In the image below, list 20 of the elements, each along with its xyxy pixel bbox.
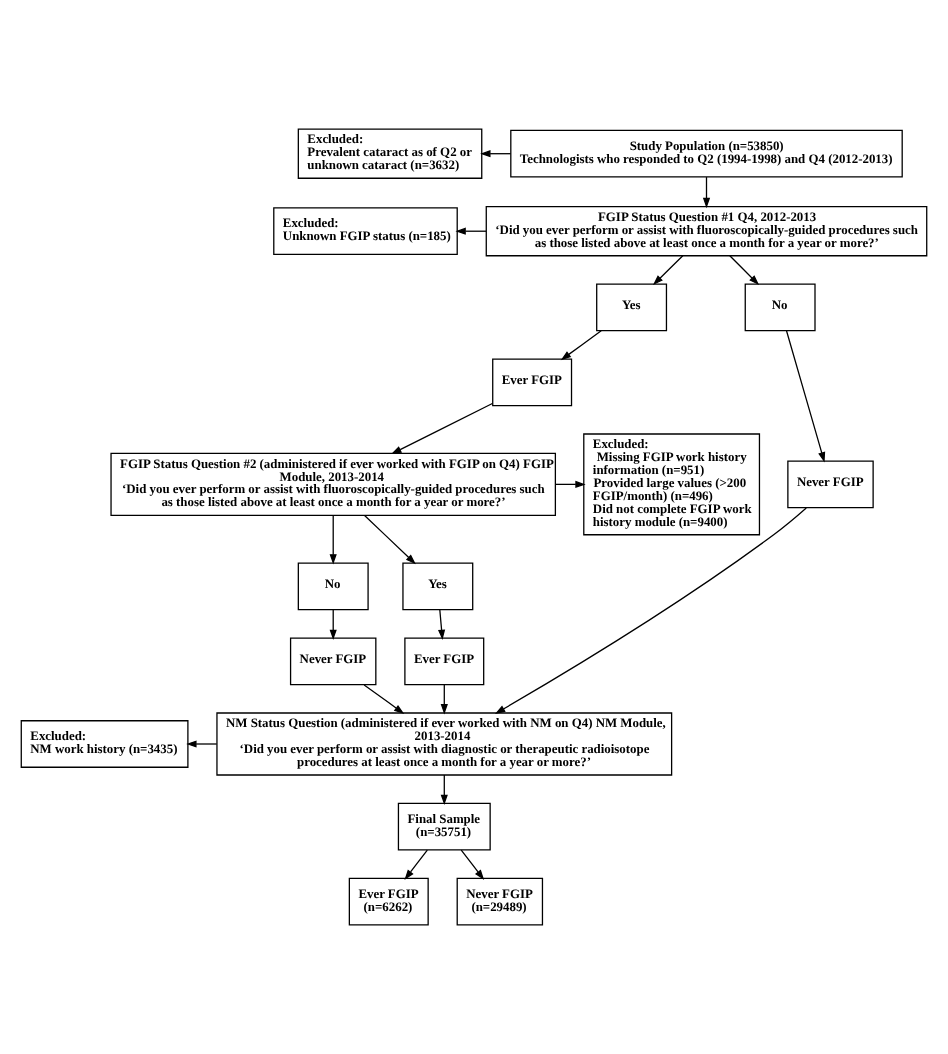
arrow — [480, 150, 512, 158]
arrow — [652, 255, 684, 286]
arrow — [391, 402, 493, 455]
arrow — [186, 740, 218, 748]
arrow — [363, 514, 416, 565]
arrow — [329, 609, 337, 641]
arrow — [702, 176, 711, 209]
arrow — [560, 330, 602, 361]
arrow — [455, 227, 487, 235]
arrow — [729, 255, 760, 286]
arrow — [363, 684, 405, 714]
arrow — [554, 480, 586, 488]
arrow — [440, 684, 448, 715]
arrow — [440, 774, 448, 805]
arrow — [494, 507, 807, 714]
arrow — [785, 330, 826, 463]
arrow — [329, 514, 337, 565]
arrow — [460, 849, 485, 880]
arrow — [437, 609, 446, 641]
arrow — [404, 849, 428, 880]
